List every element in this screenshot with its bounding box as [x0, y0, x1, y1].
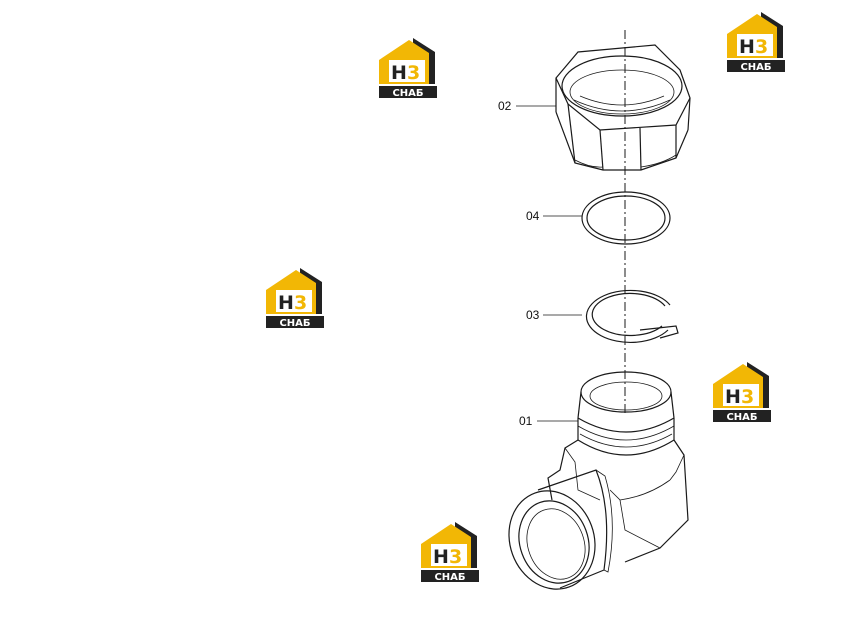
part-04-o-ring [581, 191, 671, 245]
part-03-split-ring [585, 289, 679, 344]
callout-02: 02 [498, 99, 512, 113]
watermark-logo-2 [727, 12, 785, 73]
callout-01: 01 [519, 414, 533, 428]
callout-04: 04 [526, 209, 540, 223]
part-02-hex-nut [555, 44, 691, 171]
part-01-elbow-body [508, 371, 689, 590]
callout-03: 03 [526, 308, 540, 322]
watermark-logo-1 [379, 38, 437, 99]
watermark-logo-4 [713, 362, 771, 423]
watermark-logo-5 [421, 522, 479, 583]
watermark-logo-3 [266, 268, 324, 329]
